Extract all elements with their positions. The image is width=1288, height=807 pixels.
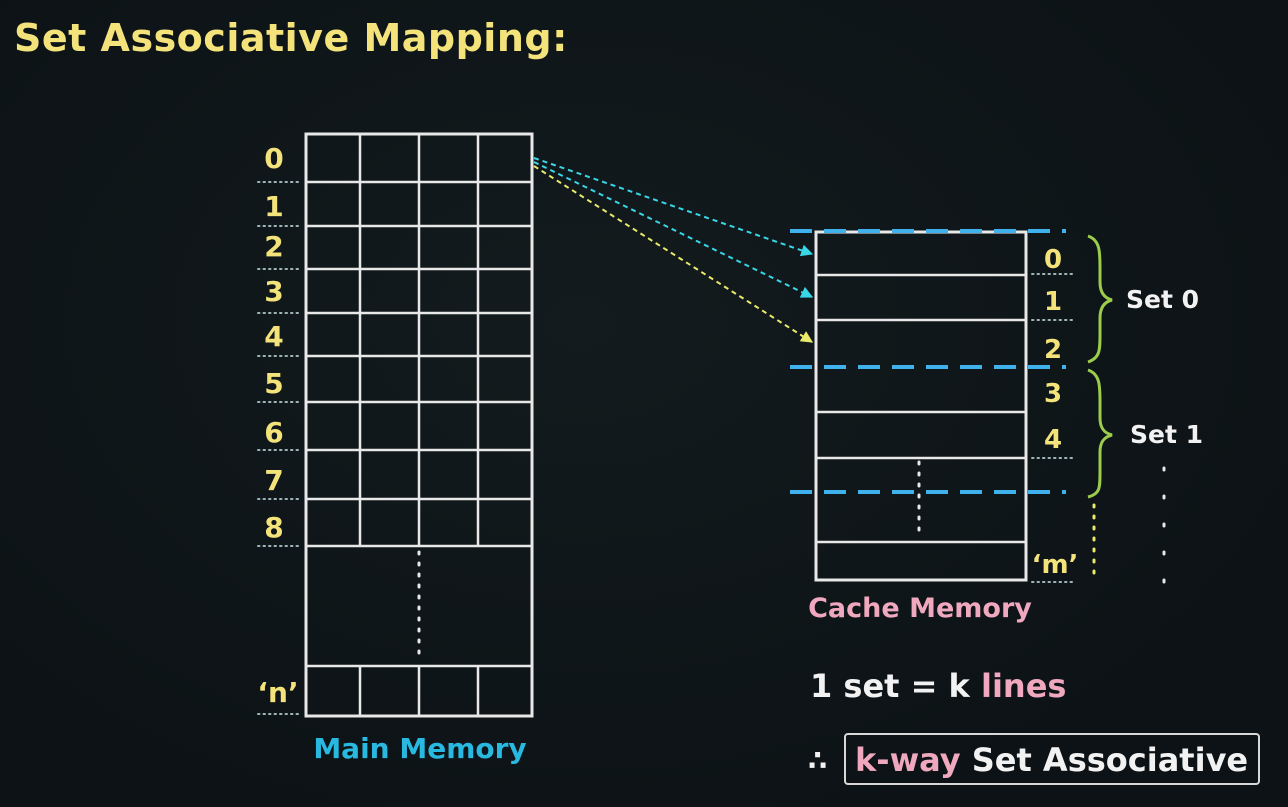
main-memory-label: Main Memory [313,732,526,765]
main-block-number: 3 [264,275,283,308]
set-equation-main: 1 set = k [810,667,981,705]
main-block-number: 5 [264,367,283,400]
conclusion-rest: Set Associative [961,741,1249,779]
main-block-number: 8 [264,511,283,544]
set-0-label: Set 0 [1126,285,1199,314]
cache-leaders [1031,273,1077,583]
main-block-number: 4 [264,320,283,353]
mapping-arrows [533,157,814,343]
main-block-number: 2 [264,230,283,263]
set-dividers [790,229,1066,494]
cache-line-number: 4 [1044,425,1062,455]
conclusion-kway: k-way [855,741,961,779]
main-block-number: 7 [264,464,283,497]
page-title: Set Associative Mapping: [14,16,568,60]
main-block-number: 1 [264,190,283,223]
set-0-brace [1087,234,1113,364]
cache-memory-block [814,230,1028,582]
main-block-number-last: ‘n’ [257,676,298,709]
cache-line-number: 0 [1044,245,1062,275]
therefore-symbol: ∴ [808,744,827,777]
cache-memory-label: Cache Memory [808,593,1032,624]
cache-line-number: 3 [1044,379,1062,409]
conclusion-text: k-way Set Associative [855,741,1248,779]
main-memory-block [304,132,534,718]
set-equation-lines: lines [981,667,1066,705]
main-memory-leaders [257,181,301,715]
set-1-label: Set 1 [1130,420,1203,449]
cache-line-number: 1 [1044,287,1062,317]
set-equation: 1 set = k lines [810,667,1066,705]
arrow-to-line-0 [533,157,814,257]
main-block-number: 6 [264,416,283,449]
arrow-to-line-2 [533,165,814,343]
arrow-to-line-1 [533,161,814,298]
main-block-number: 0 [264,142,283,175]
cache-line-number: 2 [1044,335,1062,365]
cache-line-number-last: ‘m’ [1032,550,1079,580]
set-1-brace [1087,368,1113,499]
conclusion-box [844,733,1260,785]
